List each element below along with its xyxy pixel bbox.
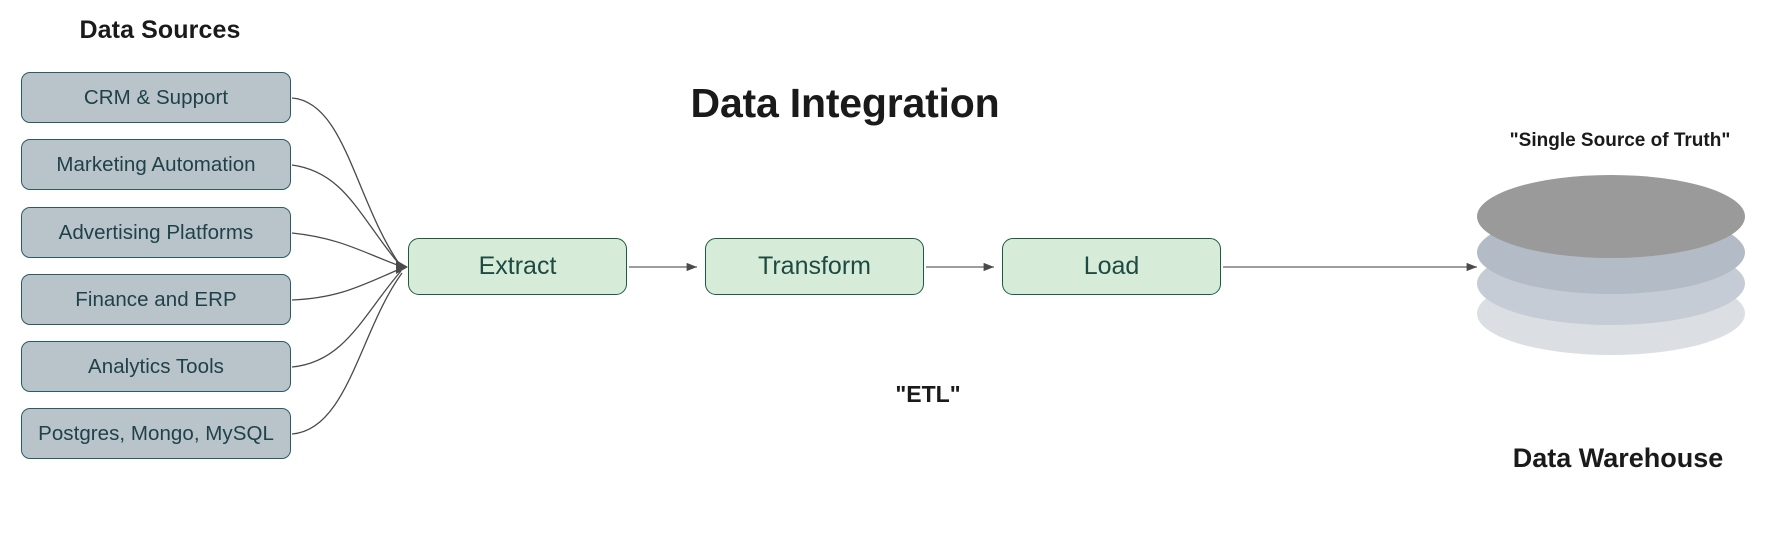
stage-label: Load bbox=[1083, 252, 1140, 280]
warehouse-disc-1 bbox=[1477, 175, 1745, 258]
source-box-marketing-automation[interactable]: Marketing Automation bbox=[21, 139, 291, 190]
stage-label: Transform bbox=[758, 252, 871, 280]
connector-advertising bbox=[291, 232, 401, 267]
source-label: CRM & Support bbox=[83, 85, 229, 109]
source-label: Marketing Automation bbox=[56, 152, 256, 176]
extract-arrowhead bbox=[396, 260, 408, 274]
connector-finance bbox=[291, 268, 401, 301]
connector-analytics bbox=[291, 270, 402, 368]
source-label: Postgres, Mongo, MySQL bbox=[38, 421, 274, 445]
source-box-crm-support[interactable]: CRM & Support bbox=[21, 72, 291, 123]
page-title: Data Integration bbox=[690, 80, 1000, 126]
source-box-advertising-platforms[interactable]: Advertising Platforms bbox=[21, 207, 291, 258]
pipeline-stage-extract[interactable]: Extract bbox=[408, 238, 627, 295]
source-box-analytics-tools[interactable]: Analytics Tools bbox=[21, 341, 291, 392]
source-label: Analytics Tools bbox=[88, 354, 224, 378]
connector-crm bbox=[291, 97, 401, 266]
etl-caption: "ETL" bbox=[895, 381, 961, 407]
source-label: Finance and ERP bbox=[75, 287, 237, 311]
source-box-finance-erp[interactable]: Finance and ERP bbox=[21, 274, 291, 325]
data-warehouse-cylinder-icon bbox=[1477, 175, 1745, 355]
data-sources-heading: Data Sources bbox=[79, 16, 241, 44]
pipeline-stage-transform[interactable]: Transform bbox=[705, 238, 924, 295]
data-warehouse-caption: Data Warehouse bbox=[1512, 443, 1724, 473]
connector-databases bbox=[291, 272, 403, 435]
stage-label: Extract bbox=[478, 252, 557, 280]
pipeline-stage-load[interactable]: Load bbox=[1002, 238, 1221, 295]
source-box-databases[interactable]: Postgres, Mongo, MySQL bbox=[21, 408, 291, 459]
single-source-of-truth-caption: "Single Source of Truth" bbox=[1509, 130, 1731, 151]
connector-marketing bbox=[291, 164, 401, 266]
source-label: Advertising Platforms bbox=[58, 220, 254, 244]
